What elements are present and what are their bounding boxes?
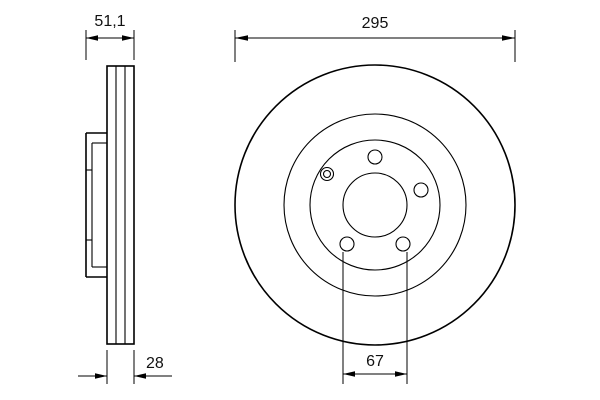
bolt-hole xyxy=(339,236,355,252)
dimension-disc-thickness: 28 xyxy=(78,350,172,384)
arrowhead-right-icon xyxy=(95,373,107,379)
friction-inner-circle xyxy=(283,113,467,297)
dimension-outer-diameter: 295 xyxy=(234,15,516,62)
side-view xyxy=(85,65,135,345)
arrowhead-right-icon xyxy=(395,371,407,377)
dimension-label-disc-thickness: 28 xyxy=(146,355,164,372)
bolt-hole xyxy=(395,236,411,252)
arrowhead-right-icon xyxy=(502,35,515,41)
center-bore-circle xyxy=(342,172,408,238)
front-view xyxy=(234,64,516,346)
dimension-label-overall-width: 51,1 xyxy=(94,13,125,30)
pin-hole-outer xyxy=(319,166,335,182)
outer-circle xyxy=(234,64,516,346)
bolt-hole xyxy=(367,149,383,165)
arrowhead-left-icon xyxy=(343,371,355,377)
arrowhead-left-icon xyxy=(235,35,248,41)
arrowhead-left-icon xyxy=(134,373,146,379)
dimension-overall-width: 51,1 xyxy=(85,13,135,60)
dimension-label-center-bore: 67 xyxy=(366,353,384,370)
dimension-center-bore: 67 xyxy=(342,252,408,384)
pin-hole-inner xyxy=(322,169,332,179)
arrowhead-left-icon xyxy=(86,35,98,41)
hub-circle xyxy=(309,139,441,271)
dimension-label-outer-diameter: 295 xyxy=(362,15,389,32)
bolt-hole xyxy=(413,182,429,198)
arrowhead-right-icon xyxy=(122,35,134,41)
friction-ring-section xyxy=(106,65,135,345)
